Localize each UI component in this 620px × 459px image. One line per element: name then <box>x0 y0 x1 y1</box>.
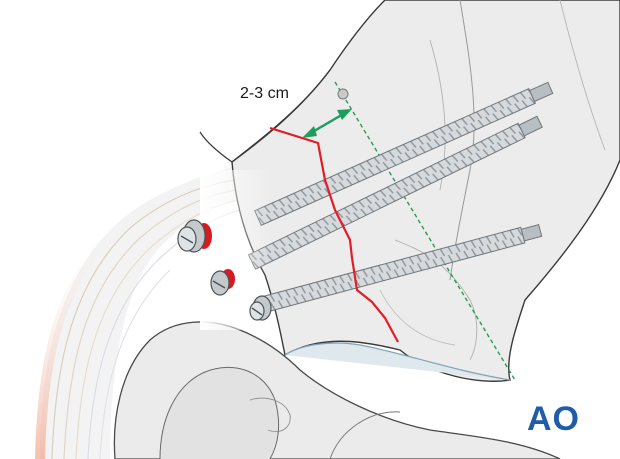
fracture-line <box>269 126 399 343</box>
distance-arrow <box>302 109 352 138</box>
acromion-edge <box>231 69 331 163</box>
washer-icon <box>177 219 212 253</box>
screw-icon <box>210 269 235 296</box>
axis-dashed-line <box>334 81 516 381</box>
screw-icon <box>249 295 272 321</box>
ao-logo: AO <box>527 400 580 438</box>
scapula-bone <box>113 321 561 459</box>
distance-label: 2-3 cm <box>240 85 289 102</box>
axis-point-marker <box>337 88 349 100</box>
screw-lower <box>259 224 543 314</box>
